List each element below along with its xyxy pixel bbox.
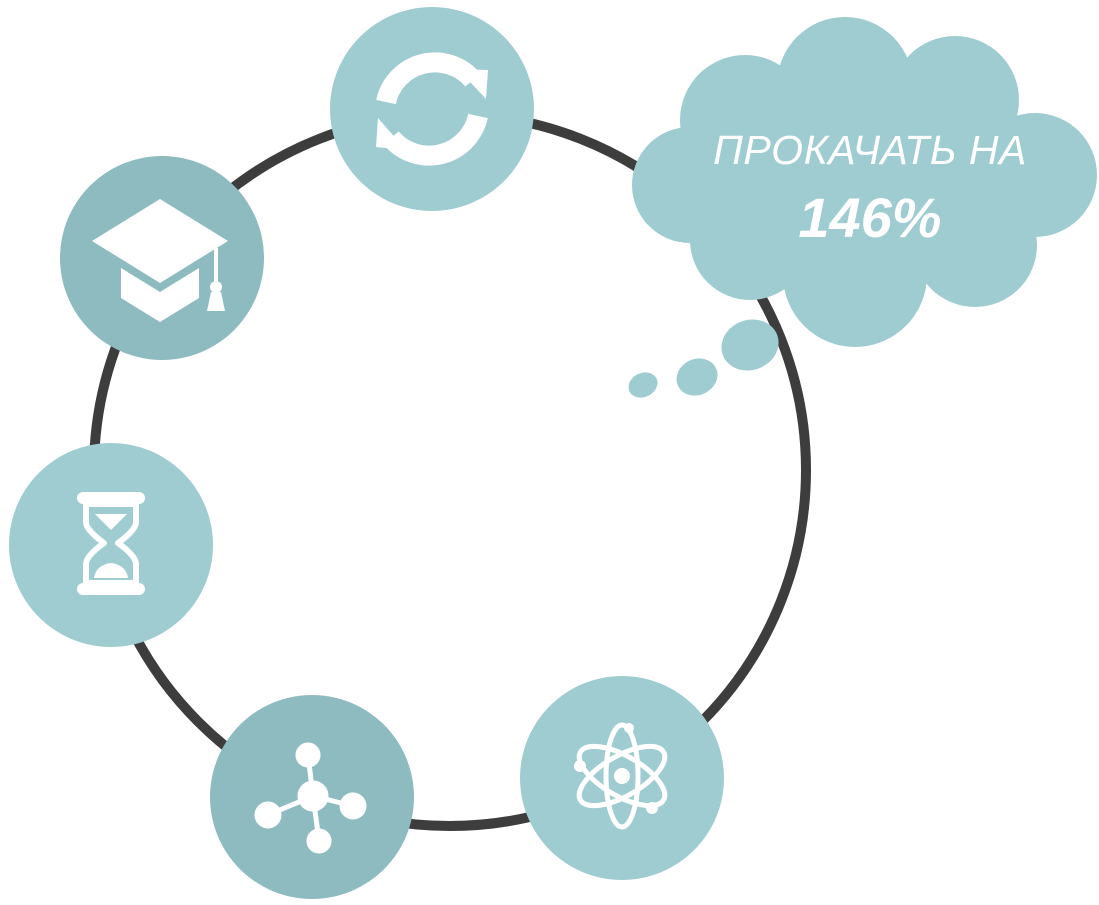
thought-bubble-large [721,319,779,371]
thought-bubble-medium [676,358,718,396]
thought-cloud [632,17,1097,347]
network-node [210,695,414,899]
hourglass-icon [77,492,145,595]
network-icon [254,742,367,854]
refresh-node [330,7,534,211]
graduation-node [60,156,264,360]
atom-node [520,676,724,880]
atom-icon [574,722,668,830]
thought-bubble-small [628,372,658,398]
hourglass-node [9,443,213,647]
graduation-cap-icon [92,199,228,322]
